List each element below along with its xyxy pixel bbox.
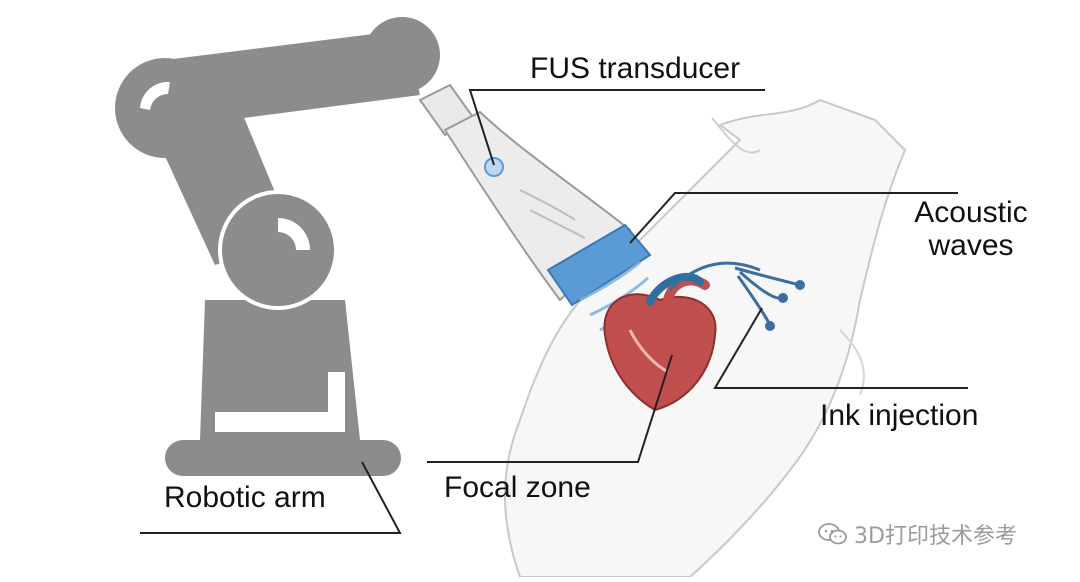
transducer-band — [546, 223, 652, 307]
heart-chamber — [628, 329, 669, 374]
heart — [603, 272, 717, 412]
body-contour — [711, 117, 761, 154]
catheter-tips — [765, 280, 805, 331]
robot-elbow-highlight — [278, 218, 310, 250]
leader-fus — [468, 89, 765, 166]
robot-base — [165, 440, 401, 476]
robot-upper-arm — [165, 30, 420, 125]
ink-injection-label: Ink injection — [820, 399, 979, 432]
leader-robot — [140, 461, 402, 534]
leader-ink — [713, 307, 968, 389]
robot-shoulder-highlight — [140, 81, 170, 110]
robotic-arm — [115, 17, 440, 476]
catheter-branch-1 — [734, 266, 801, 287]
focal-zone-label: Focal zone — [444, 471, 591, 504]
robot-wrist-joint — [364, 17, 440, 93]
wave-1 — [579, 260, 641, 302]
watermark-text: 3D打印技术参考 — [854, 524, 1017, 549]
transducer-ridge — [519, 189, 576, 221]
catheter-tip-3 — [765, 321, 775, 331]
transducer-button — [484, 157, 504, 177]
fus-transducer-label: FUS transducer — [530, 52, 741, 85]
catheter-tip-1 — [795, 280, 805, 290]
robot-elbow-joint — [218, 190, 338, 310]
robot-shoulder-joint — [115, 58, 215, 158]
watermark: 3D打印技术参考 — [818, 518, 1017, 550]
acoustic-waves-label: Acoustic waves — [906, 196, 1036, 262]
transducer-ridge-2 — [529, 209, 586, 239]
catheter-main — [668, 261, 761, 292]
acoustic-label-line2: waves — [928, 229, 1014, 262]
leader-focal — [427, 354, 673, 463]
leader-lines — [140, 89, 968, 534]
heart-body — [603, 293, 717, 412]
vessel-blue — [646, 272, 704, 306]
robot-pedestal-cutout — [215, 412, 345, 432]
catheter-tip-2 — [778, 293, 788, 303]
robot-pedestal — [200, 300, 360, 440]
acoustic-label-line1: Acoustic — [914, 196, 1028, 229]
robot-pedestal-notch — [328, 372, 345, 412]
wechat-icon — [818, 523, 847, 545]
leader-acoustic — [629, 192, 958, 244]
fus-transducer — [418, 83, 652, 307]
robotic-arm-label: Robotic arm — [164, 481, 326, 514]
